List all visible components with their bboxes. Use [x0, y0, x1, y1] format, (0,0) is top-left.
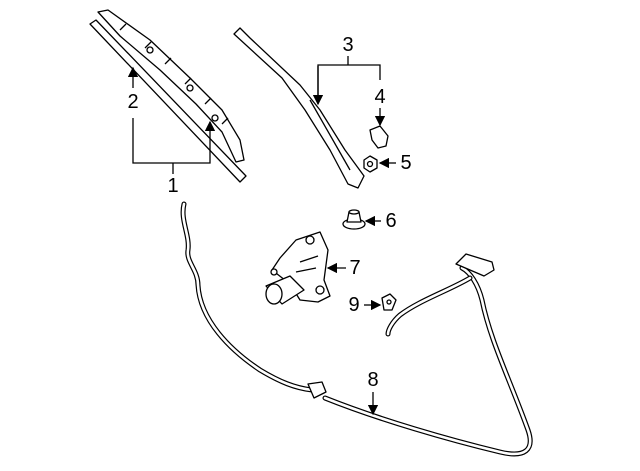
callout-8: 8	[367, 369, 379, 391]
callout-9: 9	[348, 294, 360, 316]
callout-3: 3	[342, 34, 354, 56]
washer-hose	[180, 201, 533, 457]
callout-1: 1	[167, 175, 179, 197]
callout-7: 7	[349, 257, 361, 279]
leader-lines	[127, 56, 396, 416]
callout-4: 4	[374, 86, 386, 108]
arm-cap	[369, 125, 389, 149]
washer-nozzle	[381, 293, 397, 311]
wiper-blade	[89, 9, 247, 183]
wiper-motor	[265, 231, 331, 305]
wiper-arm	[233, 27, 365, 189]
callout-5: 5	[400, 152, 412, 174]
callout-2: 2	[127, 91, 139, 113]
arm-nut	[363, 155, 378, 173]
callout-6: 6	[385, 210, 397, 232]
grommet	[342, 209, 366, 230]
